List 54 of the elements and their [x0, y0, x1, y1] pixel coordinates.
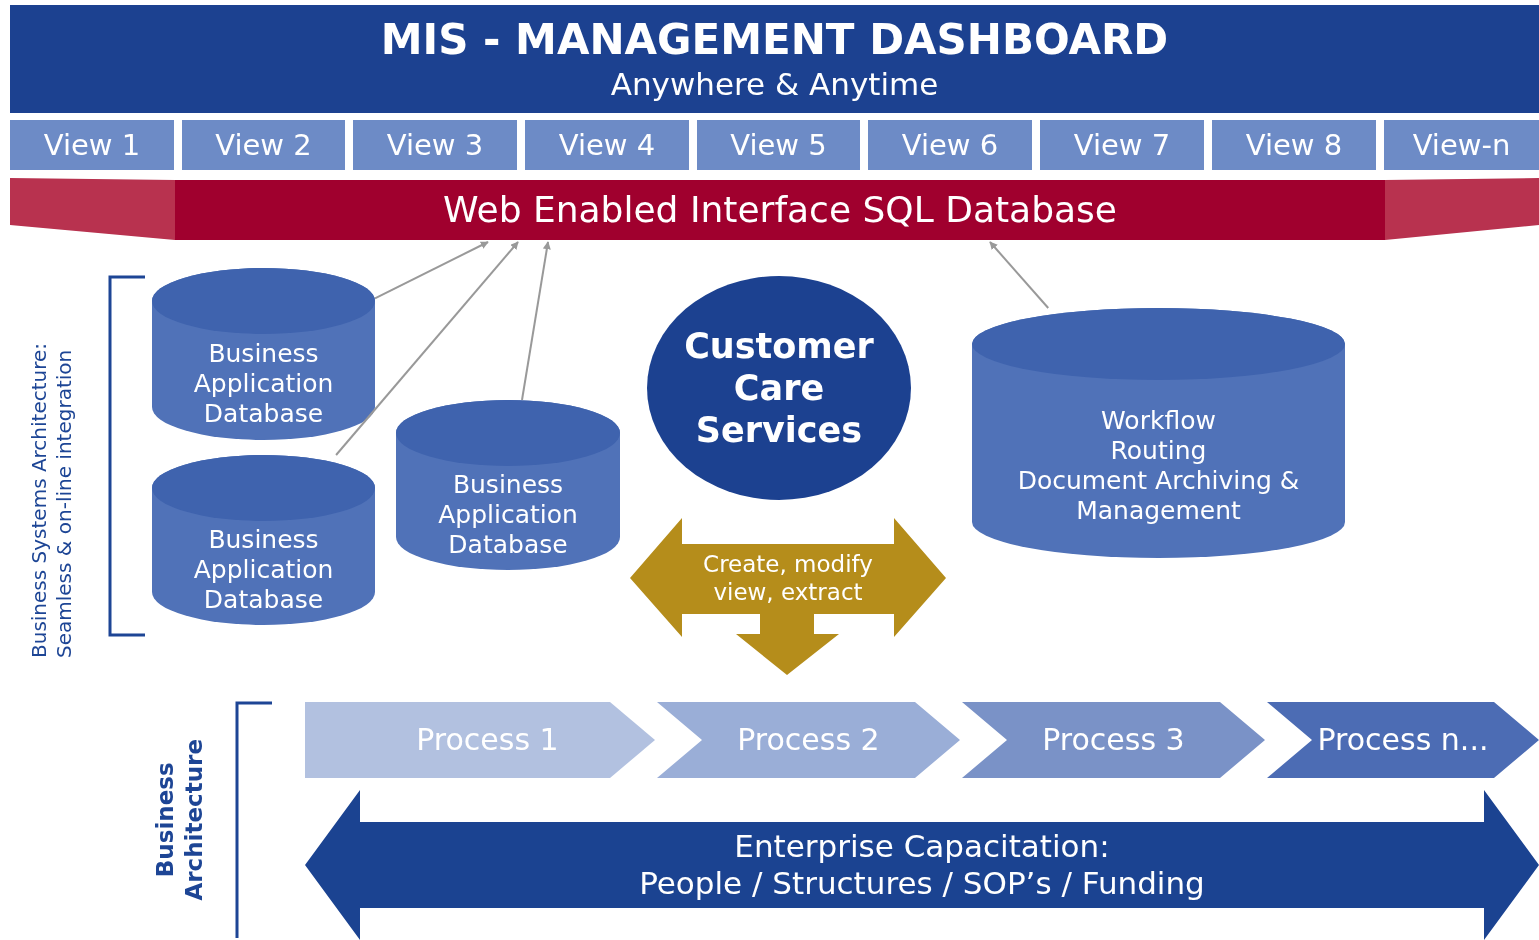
node-label: Customer Care Services — [683, 325, 875, 451]
node-label: View 6 — [901, 127, 999, 163]
dashboard-header-band — [10, 5, 1539, 113]
node-label: View 1 — [43, 127, 141, 163]
double-arrow — [305, 790, 1539, 940]
node-label: View 3 — [386, 127, 484, 163]
node-label: Business Application Database — [192, 525, 335, 615]
arrow — [374, 241, 489, 300]
database-cylinder — [152, 455, 375, 625]
node-label: Process 3 — [1042, 722, 1185, 758]
view-tab — [1384, 120, 1539, 170]
node-text-line: Document Archiving & Management — [1016, 466, 1301, 526]
interface-band — [10, 175, 1539, 240]
node-label: View 2 — [215, 127, 312, 163]
node-text-line: People / Structures / SOP’s / Funding — [639, 865, 1205, 903]
view-tab — [868, 120, 1032, 170]
database-cylinder — [152, 268, 375, 440]
process-step — [305, 702, 655, 778]
process-step — [962, 702, 1265, 778]
database-cylinder — [396, 400, 620, 570]
node-text-line: Workflow — [1101, 406, 1216, 436]
node-label: View 8 — [1245, 127, 1343, 163]
view-tab — [10, 120, 174, 170]
dashboard-title: MIS - MANAGEMENT DASHBOARD — [380, 15, 1169, 66]
side-label: Business Systems Architecture: Seamless & on-line integration — [27, 341, 77, 658]
node-label: Process 2 — [737, 722, 880, 758]
node-text-line: Routing — [1110, 436, 1207, 466]
node-label: View-n — [1412, 127, 1511, 163]
node-text-line: Enterprise Capacitation: — [734, 827, 1110, 865]
node-label: Business Application Database — [192, 339, 335, 429]
node-label: View 7 — [1073, 127, 1171, 163]
view-tab — [182, 120, 345, 170]
view-tab — [1212, 120, 1376, 170]
service-circle — [647, 276, 911, 500]
node-label: Business Application Database — [437, 470, 579, 560]
node-label: View 5 — [730, 127, 827, 163]
node-label: Process n... — [1317, 722, 1489, 758]
view-tab — [353, 120, 517, 170]
node-label: Create, modify view, extract — [702, 551, 874, 607]
view-tab — [697, 120, 860, 170]
process-step — [1267, 702, 1539, 778]
node-label: Process 1 — [416, 722, 559, 758]
arrow — [335, 241, 519, 456]
side-label: Business Architecture — [151, 737, 208, 903]
view-tab — [525, 120, 689, 170]
three-way-arrow — [630, 518, 946, 675]
arrow — [521, 241, 551, 401]
dashboard-subtitle: Anywhere & Anytime — [610, 65, 939, 103]
node-label: Web Enabled Interface SQL Database — [443, 188, 1117, 232]
view-tab — [1040, 120, 1204, 170]
node-label: View 4 — [558, 127, 656, 163]
database-cylinder — [972, 308, 1345, 558]
arrow — [989, 241, 1050, 309]
process-step — [657, 702, 960, 778]
